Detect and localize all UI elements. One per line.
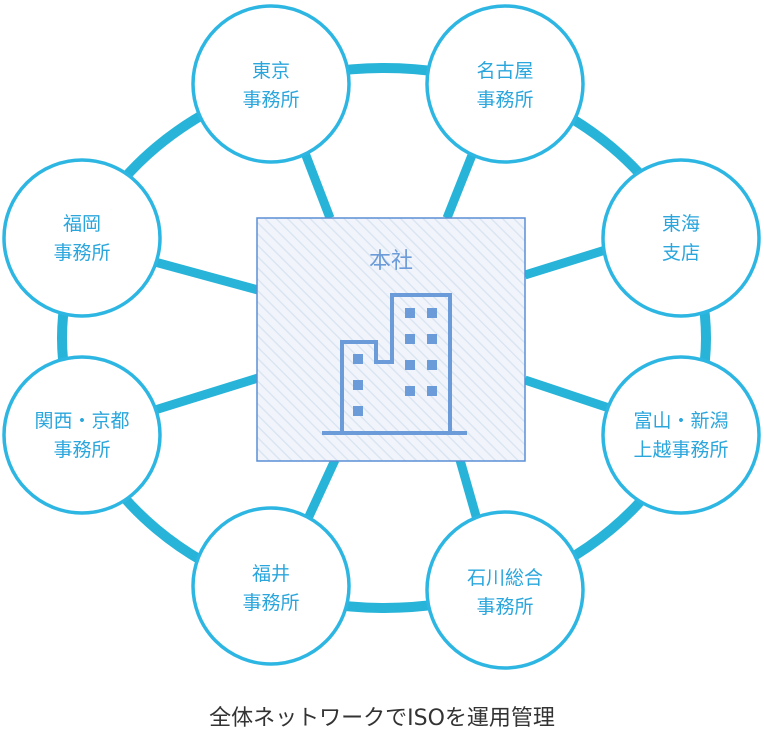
spoke-fukuoka bbox=[153, 257, 260, 295]
spoke-fukui bbox=[300, 458, 340, 527]
office-label-line-1: 名古屋 bbox=[476, 60, 533, 82]
office-label-line-2: 上越事務所 bbox=[633, 439, 728, 461]
office-label-line-2: 事務所 bbox=[242, 592, 299, 614]
office-label-line-2: 事務所 bbox=[53, 242, 110, 264]
office-label-line-1: 富山・新潟 bbox=[633, 410, 728, 432]
headquarters-label: 本社 bbox=[369, 249, 413, 274]
spoke-toyama bbox=[523, 375, 617, 415]
office-label-line-1: 関西・京都 bbox=[34, 410, 129, 432]
office-node-toyama-niigata: 富山・新潟 上越事務所 bbox=[601, 355, 761, 515]
office-label-line-1: 東海 bbox=[662, 213, 700, 235]
office-node-kansai-kyoto: 関西・京都 事務所 bbox=[2, 355, 162, 515]
office-node-fukuoka: 福岡 事務所 bbox=[2, 158, 162, 318]
office-label-line-1: 石川総合 bbox=[467, 567, 543, 589]
office-building-icon bbox=[322, 293, 467, 435]
office-node-tokyo: 東京 事務所 bbox=[191, 4, 351, 164]
spoke-kansai bbox=[153, 373, 260, 415]
office-label-line-1: 福井 bbox=[252, 563, 290, 585]
office-label-line-2: 事務所 bbox=[476, 89, 533, 111]
office-label-line-2: 事務所 bbox=[242, 89, 299, 111]
office-label-line-1: 福岡 bbox=[63, 213, 101, 235]
diagram-caption: 全体ネットワークでISOを運用管理 bbox=[209, 706, 555, 731]
office-label-line-2: 支店 bbox=[662, 242, 700, 264]
headquarters-box: 本社 bbox=[256, 217, 526, 462]
office-label-line-2: 事務所 bbox=[53, 439, 110, 461]
office-label-line-1: 東京 bbox=[252, 60, 290, 82]
office-node-nagoya: 名古屋 事務所 bbox=[425, 4, 585, 164]
office-node-ishikawa: 石川総合 事務所 bbox=[425, 510, 585, 670]
office-node-fukui: 福井 事務所 bbox=[191, 506, 351, 666]
spoke-tokai bbox=[523, 242, 617, 280]
network-ring bbox=[57, 63, 711, 613]
office-node-tokai: 東海 支店 bbox=[601, 158, 761, 318]
office-label-line-2: 事務所 bbox=[476, 596, 533, 618]
